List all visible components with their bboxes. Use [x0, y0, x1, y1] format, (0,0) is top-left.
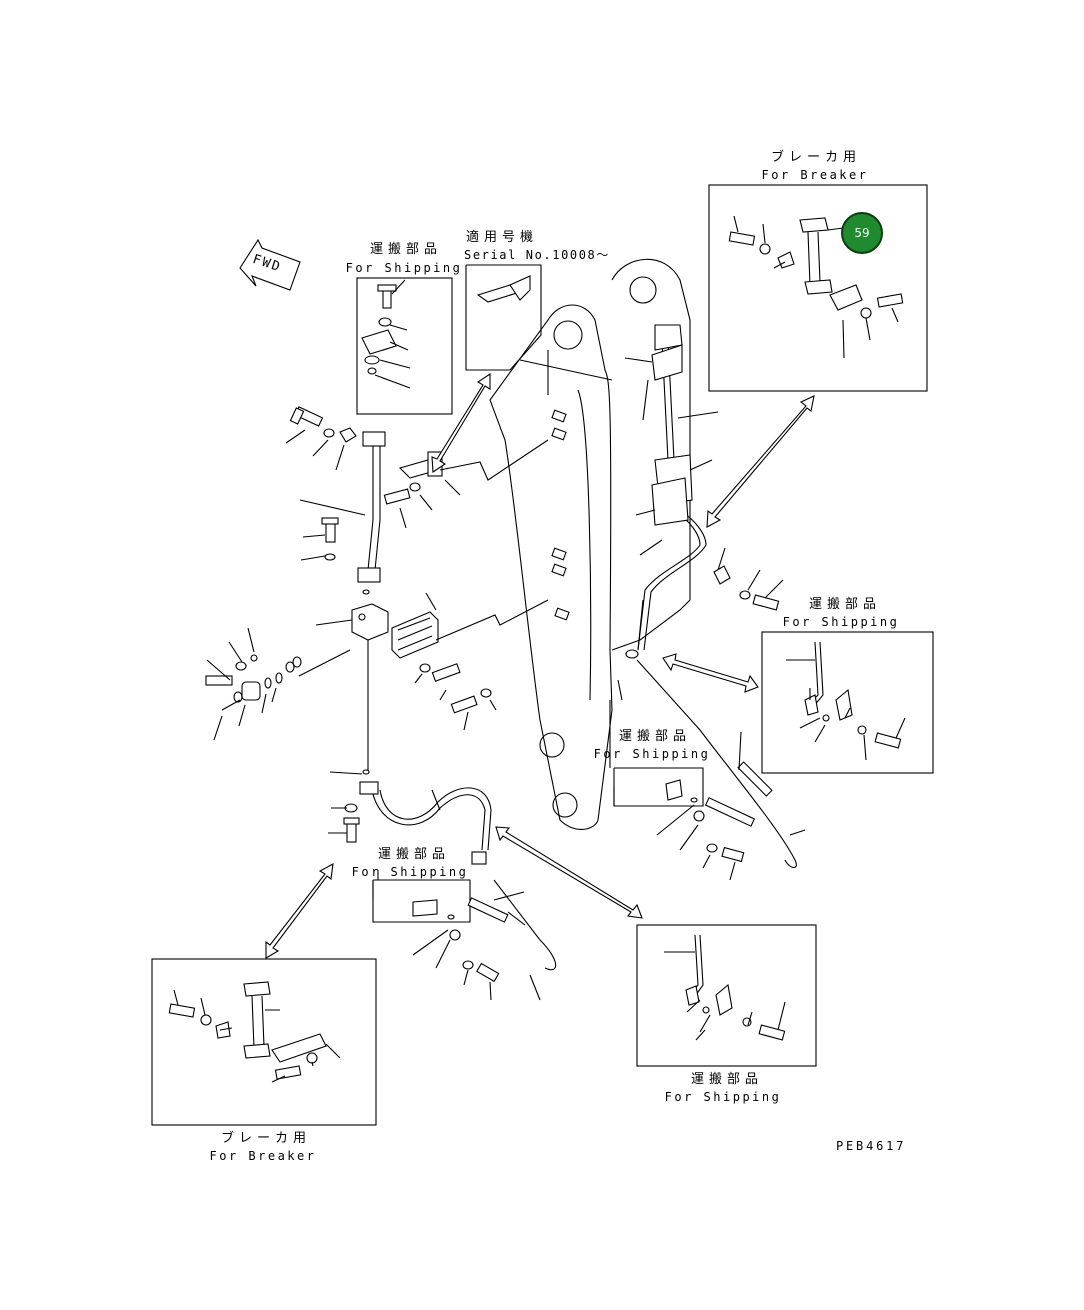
serial-label-en: Serial No.10008～: [464, 248, 610, 262]
shipping-1-label-en: For Shipping: [345, 261, 463, 275]
breaker-bottom-label-jp: ブレーカ用: [220, 1131, 312, 1146]
shipping-box-1: [356, 277, 453, 415]
shipping-box-mid: [613, 767, 704, 807]
breaker-top-label-jp: ブレーカ用: [770, 150, 862, 165]
leader-lines: [173, 215, 906, 1083]
shipping-bottom-label-en: For Shipping: [664, 1090, 782, 1104]
shipping-right-label-jp: 運搬部品: [808, 597, 882, 612]
box-parts: [168, 217, 904, 1080]
shipping-right-label-en: For Shipping: [782, 615, 900, 629]
serial-box: [465, 264, 542, 371]
shipping-lower-label-jp: 運搬部品: [377, 847, 451, 862]
shipping-lower-label-en: For Shipping: [351, 865, 469, 879]
shipping-box-right: [761, 631, 934, 774]
breaker-top-box: [708, 184, 928, 392]
callout-number: 59: [854, 226, 870, 240]
shipping-mid-label-jp: 運搬部品: [618, 729, 692, 744]
breaker-bottom-box: [151, 958, 377, 1126]
callout-59-badge[interactable]: 59: [841, 212, 883, 254]
shipping-1-label-jp: 運搬部品: [369, 242, 443, 257]
boom: [489, 258, 691, 830]
shipping-bottom-label-jp: 運搬部品: [690, 1072, 764, 1087]
connector-line-2: [435, 599, 549, 641]
fwd-arrow: [239, 238, 301, 291]
connector-line: [439, 439, 549, 481]
serial-label-jp: 適用号機: [466, 230, 539, 245]
bolts-left: [205, 406, 500, 983]
breaker-bottom-label-en: For Breaker: [209, 1149, 317, 1163]
shipping-box-bottom: [636, 924, 817, 1067]
breaker-top-label-en: For Breaker: [761, 168, 869, 182]
drawing-code: PEB4617: [836, 1139, 907, 1153]
double-arrows: [265, 372, 815, 959]
right-pipe-assembly: [625, 324, 797, 869]
shipping-box-lower: [372, 879, 471, 923]
left-pipe-assembly: [351, 431, 557, 971]
shipping-mid-label-en: For Shipping: [593, 747, 711, 761]
